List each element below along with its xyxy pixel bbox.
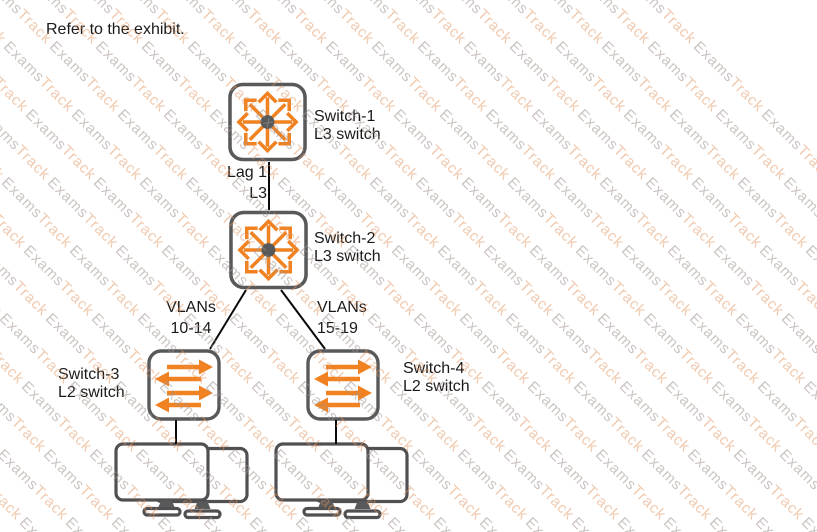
lag-link-line2: L3 [249, 185, 267, 202]
switch4-role: L2 switch [403, 378, 470, 395]
switch2-role: L3 switch [314, 248, 381, 265]
exhibit-caption: Refer to the exhibit. [46, 21, 185, 38]
switch3-label: Switch-3 L2 switch [58, 366, 125, 402]
switch4-name: Switch-4 [403, 360, 465, 377]
switch4-label: Switch-4 L2 switch [403, 360, 470, 396]
switch3-role: L2 switch [58, 384, 125, 401]
switch1-name: Switch-1 [314, 108, 376, 125]
switch2-label: Switch-2 L3 switch [314, 230, 381, 266]
switch1-label: Switch-1 L3 switch [314, 108, 381, 144]
switch2-name: Switch-2 [314, 230, 376, 247]
vlan-left-line2: 10-14 [170, 320, 212, 337]
vlan-left-link-line [209, 289, 247, 350]
vlan-left-line1: VLANs [166, 299, 216, 316]
vlan-right-line2: 15-19 [317, 320, 358, 337]
lag-link-label: Lag 1 L3 [227, 162, 267, 204]
lag-link-line1: Lag 1 [226, 164, 267, 181]
vlan-right-line1: VLANs [317, 299, 367, 316]
vlan-left-label: VLANs 10-14 [151, 297, 231, 339]
switch3-name: Switch-3 [58, 366, 120, 383]
vlan-right-label: VLANs 15-19 [317, 297, 367, 339]
vlan-right-link-line [280, 289, 326, 350]
switch1-role: L3 switch [314, 126, 381, 143]
